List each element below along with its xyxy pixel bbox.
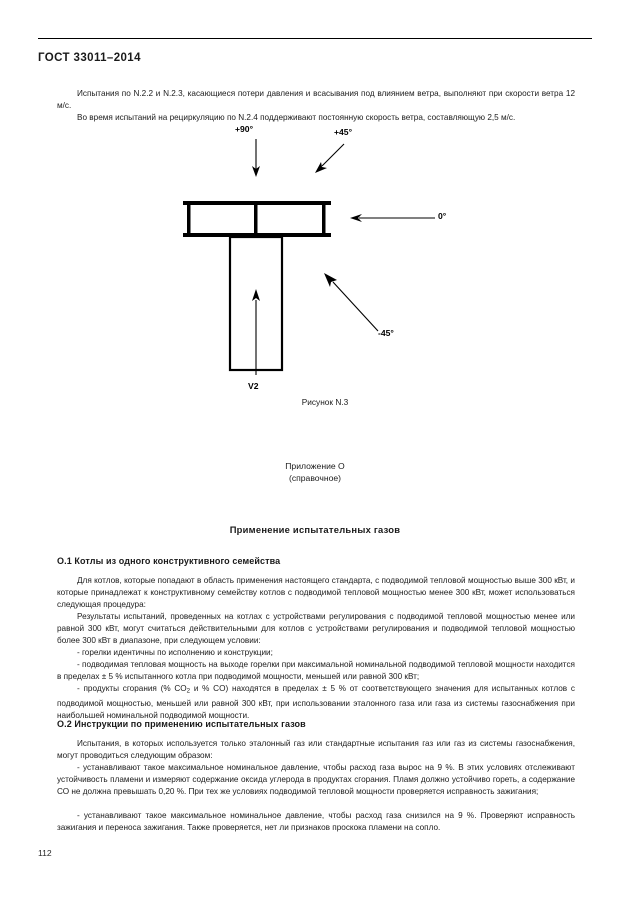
standard-title: ГОСТ 33011–2014 (38, 52, 141, 64)
figure-label-90deg: +90° (235, 124, 254, 134)
section-o1-paragraph-1: Для котлов, которые попадают в область п… (57, 575, 575, 611)
o1-bullet-text-2: - подводимая тепловая мощность на выходе… (57, 660, 575, 682)
intro-text-1: Испытания по N.2.2 и N.2.3, касающиеся п… (57, 89, 575, 111)
o2-text-1: Испытания, в которых используется только… (57, 739, 575, 761)
intro-paragraph-1: Испытания по N.2.2 и N.2.3, касающиеся п… (57, 88, 575, 112)
o1-bullet-text-3: - продукты сгорания (% CO2 и % CO) наход… (57, 683, 575, 722)
figure-label-plus45deg: +45° (334, 127, 353, 137)
o1-bullet-3-subscript: 2 (186, 687, 191, 695)
o1-text-2: Результаты испытаний, проведенных на кот… (57, 612, 575, 646)
figure-caption: Рисунок N.3 (301, 397, 349, 407)
header-divider (38, 38, 592, 39)
o1-bullet-3-prefix: - продукты сгорания (% CO (77, 684, 187, 693)
chimney-diagram (183, 139, 435, 375)
figure-label-minus45deg: -45° (378, 328, 394, 338)
o1-text-1: Для котлов, которые попадают в область п… (57, 576, 575, 610)
section-o1-paragraph-2: Результаты испытаний, проведенных на кот… (57, 611, 575, 647)
intro-text-2: Во время испытаний на рециркуляцию по N.… (77, 113, 516, 122)
appendix-title: Применение испытательных газов (229, 524, 401, 535)
section-o2-paragraph-1: Испытания, в которых используется только… (57, 738, 575, 762)
section-o1-heading: О.1 Котлы из одного конструктивного семе… (57, 556, 281, 566)
figure-label-0deg: 0° (438, 211, 447, 221)
section-o1-bullet-2: - подводимая тепловая мощность на выходе… (57, 659, 575, 683)
section-o1-bullet-1: - горелки идентичны по исполнению и конс… (57, 647, 575, 659)
o1-bullet-3-suffix: и % CO) находятся в пределах ± 5 % от со… (57, 684, 575, 720)
o2-bullet-text-2: - устанавливают такое максимальное номин… (57, 811, 575, 833)
figure-label-velocity: V2 (248, 381, 259, 391)
page-number: 112 (38, 848, 52, 858)
appendix-kind: (справочное) (288, 473, 342, 483)
o1-bullet-text-1: - горелки идентичны по исполнению и конс… (77, 648, 273, 657)
intro-paragraph-2: Во время испытаний на рециркуляцию по N.… (57, 112, 575, 124)
figure-n3: +90° +45° 0° -45° V2 Рисунок N.3 (150, 124, 500, 420)
section-o2-heading: О.2 Инструкции по применению испытательн… (57, 719, 306, 729)
appendix-name: Приложение О (285, 461, 345, 471)
section-o2-bullet-1: - устанавливают такое максимальное номин… (57, 762, 575, 798)
section-o1-bullet-3: - продукты сгорания (% CO2 и % CO) наход… (57, 683, 575, 722)
o2-bullet-text-1: - устанавливают такое максимальное номин… (57, 763, 575, 797)
section-o2-bullet-2: - устанавливают такое максимальное номин… (57, 810, 575, 834)
